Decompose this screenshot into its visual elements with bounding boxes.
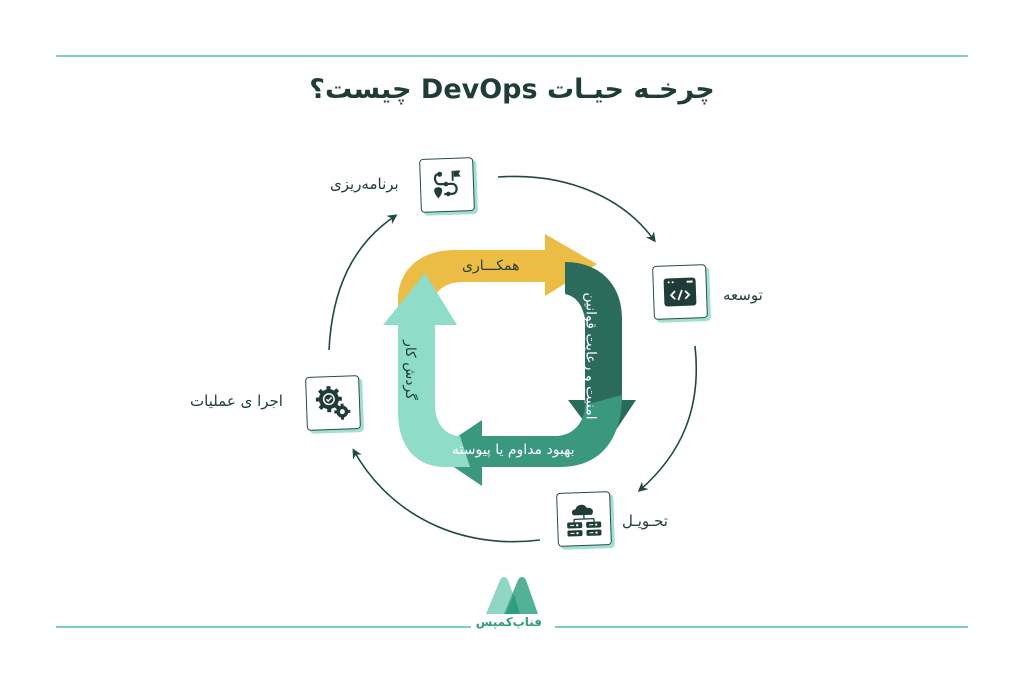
stage-label-plan: برنامه‌ریزی bbox=[330, 175, 399, 193]
loop-label-security: امنیت و رعایت قوانین bbox=[582, 292, 599, 420]
arrow-operate-to-plan bbox=[328, 214, 398, 351]
stage-label-develop: توسعه bbox=[723, 286, 763, 304]
loop-label-collaboration: همکـــاری bbox=[462, 258, 520, 274]
stage-card-deliver bbox=[556, 491, 612, 547]
bottom-divider-right bbox=[555, 626, 968, 628]
code-window-icon bbox=[663, 277, 697, 307]
cloud-server-icon bbox=[567, 504, 602, 537]
loop-arrow-collaboration bbox=[398, 234, 597, 320]
loop-arrow-improvement bbox=[433, 395, 622, 486]
loop-label-workflow: گردش کار bbox=[401, 340, 418, 400]
arrow-plan-to-develop bbox=[497, 175, 656, 243]
arrow-develop-to-deliver bbox=[637, 345, 698, 492]
loop-arrow-workflow bbox=[383, 273, 470, 467]
outer-cycle-arrows bbox=[328, 175, 698, 543]
arrow-deliver-to-operate bbox=[352, 448, 541, 543]
mountain-logo-icon bbox=[486, 577, 538, 614]
bottom-divider-left bbox=[56, 626, 471, 628]
stage-label-operate: اجرا ی عملیات bbox=[190, 392, 283, 410]
stage-label-deliver: تحـویـل bbox=[622, 512, 668, 530]
page-title: چرخـه حیـات DevOps چیست؟ bbox=[309, 74, 715, 105]
top-divider bbox=[56, 55, 968, 57]
stage-card-plan bbox=[419, 157, 475, 213]
gears-check-icon bbox=[315, 386, 351, 420]
stage-card-operate bbox=[305, 375, 361, 431]
brand-name: فناپ‌کمپس bbox=[475, 615, 542, 629]
inner-loop bbox=[383, 234, 636, 486]
roadmap-icon bbox=[433, 170, 461, 199]
loop-label-improvement: بهبود مداوم یا پیوسته bbox=[452, 442, 575, 458]
stage-card-develop bbox=[652, 264, 708, 320]
